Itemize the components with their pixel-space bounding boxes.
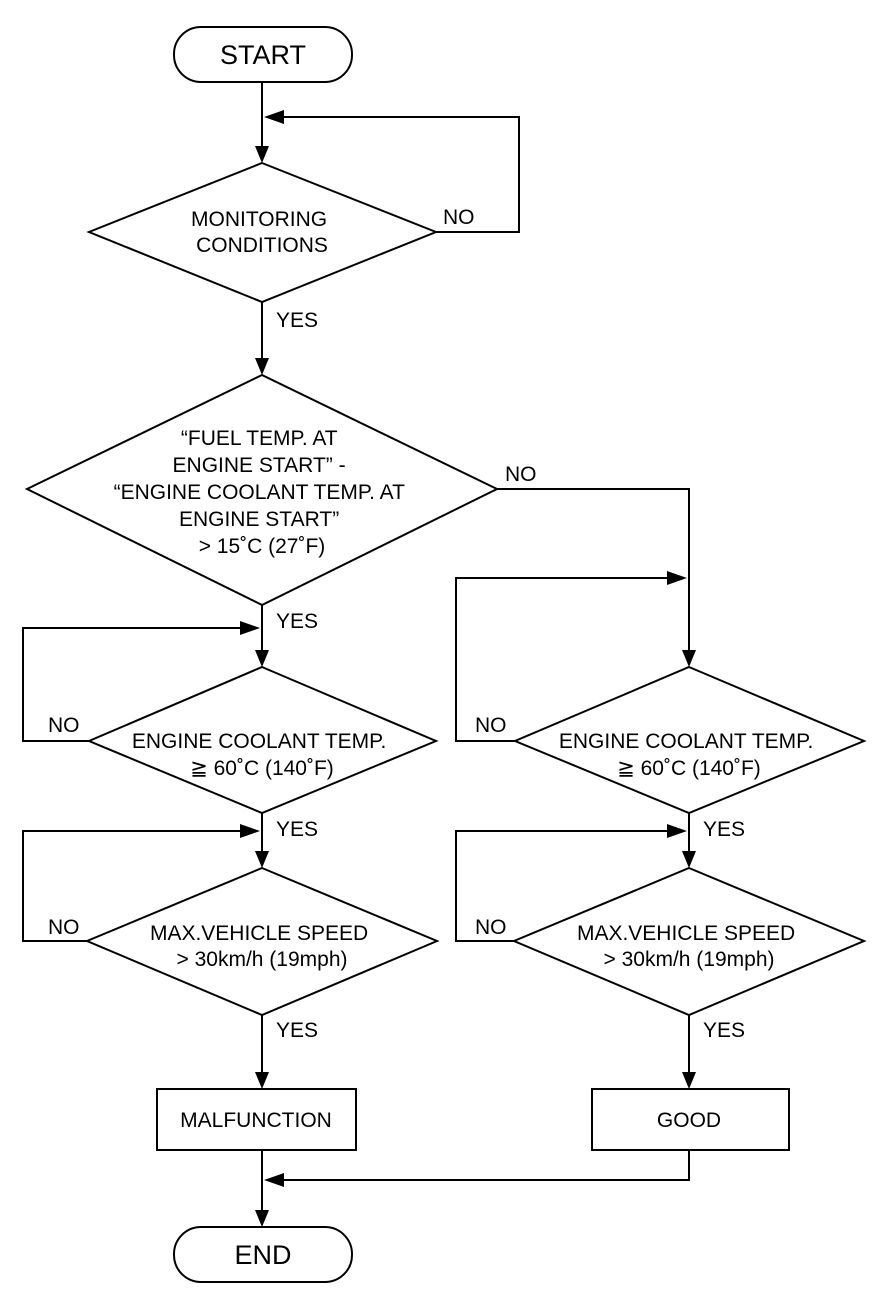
label-speed-right-no: NO: [475, 916, 507, 939]
arrowhead-right-speed-right-loop: [667, 824, 687, 838]
arrowhead-left-monitoring-loop: [264, 110, 284, 124]
coolant-left-line-2: ≧ 60˚C (140˚F): [190, 757, 334, 780]
fuel-temp-line-3: “ENGINE COOLANT TEMP. AT: [114, 481, 406, 504]
arrowhead-down-coolant-right: [682, 650, 696, 667]
fuel-temp-line-2: ENGINE START” -: [173, 454, 346, 477]
connector-good-join: [284, 1150, 690, 1181]
svg-text:MAX.VEHICLE SPEED > 30km: MAX.VEHICLE SPEED > 30km/h (19mph): [577, 922, 801, 971]
coolant-left-line-1: ENGINE COOLANT TEMP.: [132, 730, 386, 753]
speed-right-line-1: MAX.VEHICLE SPEED: [577, 922, 795, 945]
svg-text:ENGINE COOLANT TEMP. ≧ 6: ENGINE COOLANT TEMP. ≧ 60˚C (140˚F): [559, 730, 819, 780]
arrowhead-left-join: [264, 1173, 284, 1187]
coolant-temp-decision-right: ENGINE COOLANT TEMP. ≧ 60˚C (140˚F): [512, 665, 867, 815]
monitoring-line-1: MONITORING: [191, 208, 327, 231]
label-fueltemp-no: NO: [505, 463, 537, 486]
monitoring-conditions-decision: MONITORING CONDITIONS: [86, 161, 439, 304]
label-speed-left-no: NO: [48, 916, 80, 939]
arrowhead-right-speed-left-loop: [240, 824, 260, 838]
label-monitoring-no: NO: [443, 206, 475, 229]
label-coolant-right-no: NO: [475, 714, 507, 737]
arrowhead-down-fueltemp: [255, 358, 269, 375]
malfunction-box: MALFUNCTION: [156, 1088, 357, 1151]
svg-text:MONITORING CONDITIONS: MONITORING CONDITIONS: [191, 208, 333, 257]
svg-text:“FUEL TEMP. AT ENGINE ST: “FUEL TEMP. AT ENGINE START” - “ENGINE C…: [114, 427, 411, 558]
fuel-temp-line-4: ENGINE START”: [179, 508, 339, 531]
vehicle-speed-decision-left: MAX.VEHICLE SPEED > 30km/h (19mph): [84, 866, 440, 1017]
arrowhead-down-end: [255, 1210, 269, 1227]
label-monitoring-yes: YES: [276, 309, 318, 332]
arrowheads: [240, 110, 696, 1227]
label-fueltemp-yes: YES: [276, 610, 318, 633]
label-coolant-left-no: NO: [48, 714, 80, 737]
good-box: GOOD: [591, 1088, 790, 1151]
start-label: START: [220, 40, 306, 70]
start-terminator: START: [173, 26, 353, 83]
speed-right-line-2: > 30km/h (19mph): [604, 948, 775, 971]
label-speed-right-yes: YES: [703, 1019, 745, 1042]
speed-left-line-1: MAX.VEHICLE SPEED: [150, 922, 368, 945]
arrowhead-down-malfunction: [255, 1072, 269, 1089]
arrowhead-right-coolant-right-loop: [667, 571, 687, 585]
edge-labels: NO YES NO YES NO YES NO YES NO YES NO YE…: [48, 206, 745, 1042]
good-label: GOOD: [657, 1109, 721, 1132]
vehicle-speed-decision-right: MAX.VEHICLE SPEED > 30km/h (19mph): [511, 866, 867, 1017]
coolant-right-line-2: ≧ 60˚C (140˚F): [617, 757, 761, 780]
svg-text:ENGINE COOLANT TEMP. ≧ 6: ENGINE COOLANT TEMP. ≧ 60˚C (140˚F): [132, 730, 392, 780]
connector-monitoring-no-loop: [284, 116, 520, 233]
fuel-temp-line-1: “FUEL TEMP. AT: [181, 427, 338, 450]
connector-coolant-left-no-loop: [22, 627, 240, 742]
end-terminator: END: [173, 1226, 353, 1283]
malfunction-label: MALFUNCTION: [180, 1109, 332, 1132]
arrowhead-down-coolant-left: [255, 650, 269, 667]
label-speed-left-yes: YES: [276, 1019, 318, 1042]
arrowhead-down-monitoring: [255, 146, 269, 163]
monitoring-line-2: CONDITIONS: [196, 234, 328, 257]
fuel-temp-decision: “FUEL TEMP. AT ENGINE START” - “ENGINE C…: [24, 373, 500, 607]
arrowhead-down-speed-right: [682, 851, 696, 868]
arrowhead-down-good: [682, 1072, 696, 1089]
coolant-temp-decision-left: ENGINE COOLANT TEMP. ≧ 60˚C (140˚F): [86, 665, 439, 815]
arrowhead-down-speed-left: [255, 851, 269, 868]
speed-left-line-2: > 30km/h (19mph): [177, 948, 348, 971]
label-coolant-right-yes: YES: [703, 818, 745, 841]
connector-speed-right-no-loop: [455, 830, 667, 942]
connector-fueltemp-no: [497, 488, 690, 652]
fuel-temp-line-5: > 15˚C (27˚F): [199, 535, 326, 558]
coolant-right-line-1: ENGINE COOLANT TEMP.: [559, 730, 813, 753]
end-label: END: [234, 1240, 291, 1270]
connector-coolant-right-no-loop: [455, 577, 667, 742]
svg-text:MAX.VEHICLE SPEED > 30km: MAX.VEHICLE SPEED > 30km/h (19mph): [150, 922, 374, 971]
connectors: [22, 82, 690, 1212]
arrowhead-left-coolant-left-loop: [240, 621, 260, 635]
connector-speed-left-no-loop: [22, 830, 240, 942]
label-coolant-left-yes: YES: [276, 818, 318, 841]
